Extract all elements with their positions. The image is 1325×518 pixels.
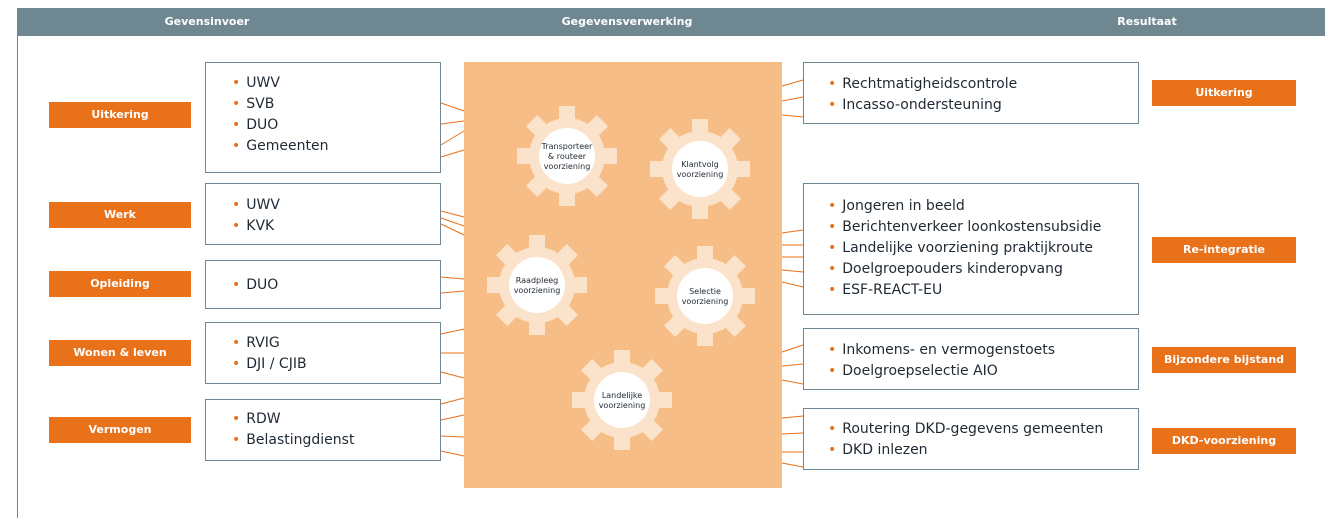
- result-category-bijzondere-bijstand: Bijzondere bijstand: [1152, 347, 1296, 373]
- result-box-uitkering: Rechtmatigheidscontrole Incasso-onderste…: [803, 62, 1139, 124]
- source-category-wonen-leven: Wonen & leven: [49, 340, 191, 366]
- source-category-werk: Werk: [49, 202, 191, 228]
- list-item: DKD inlezen: [828, 440, 1138, 461]
- connector-line: [440, 397, 465, 405]
- source-box-wonen-leven: RVIG DJI / CJIB: [205, 322, 441, 384]
- list-item: Berichtenverkeer loonkostensubsidie: [828, 217, 1138, 238]
- list-item: UWV: [232, 73, 440, 94]
- list-item: Jongeren in beeld: [828, 196, 1138, 217]
- list-item: Rechtmatigheidscontrole: [828, 74, 1138, 95]
- list-item: UWV: [232, 195, 440, 216]
- source-box-uitkering: UWV SVB DUO Gemeenten: [205, 62, 441, 173]
- connector-line: [781, 269, 804, 273]
- column-header-processing: Gegevensverwerking: [561, 15, 693, 28]
- processing-label-selectie: Selectie voorziening: [681, 287, 729, 306]
- result-box-dkd: Routering DKD-gegevens gemeenten DKD inl…: [803, 408, 1139, 470]
- connector-line: [781, 379, 804, 385]
- list-item: KVK: [232, 216, 440, 237]
- result-box-re-integratie: Jongeren in beeld Berichtenverkeer loonk…: [803, 183, 1139, 315]
- source-box-opleiding: DUO: [205, 260, 441, 309]
- list-item: Incasso-ondersteuning: [828, 95, 1138, 116]
- connector-line: [440, 210, 465, 218]
- connector-line: [781, 229, 804, 234]
- left-border-line: [17, 36, 18, 518]
- connector-line: [440, 435, 465, 438]
- list-item: DJI / CJIB: [232, 354, 440, 375]
- list-item: Inkomens- en vermogenstoets: [828, 340, 1138, 361]
- column-header-result: Resultaat: [1117, 15, 1177, 28]
- connector-line: [440, 130, 465, 146]
- list-item: Doelgroepselectie AIO: [828, 361, 1138, 382]
- connector-line: [440, 102, 465, 112]
- column-header-bar: Gevensinvoer Gegevensverwerking Resultaa…: [17, 8, 1325, 36]
- source-box-werk: UWV KVK: [205, 183, 441, 245]
- connector-line: [781, 281, 804, 288]
- result-category-dkd-voorziening: DKD-voorziening: [1152, 428, 1296, 454]
- connector-line: [781, 114, 804, 118]
- list-item: Belastingdienst: [232, 430, 440, 451]
- connector-line: [781, 363, 804, 367]
- connector-line: [440, 120, 465, 125]
- result-category-uitkering: Uitkering: [1152, 80, 1296, 106]
- source-category-opleiding: Opleiding: [49, 271, 191, 297]
- connector-line: [781, 344, 804, 353]
- list-item: ESF-REACT-EU: [828, 280, 1138, 301]
- connector-line: [781, 96, 804, 102]
- connector-line: [440, 276, 465, 280]
- list-item: Landelijke voorziening praktijkroute: [828, 238, 1138, 259]
- processing-label-transporteer: Transporteer & routeer voorziening: [541, 142, 593, 171]
- connector-line: [440, 371, 465, 379]
- connector-line: [440, 290, 465, 294]
- connector-line: [781, 462, 804, 468]
- list-item: RDW: [232, 409, 440, 430]
- connector-line: [440, 414, 465, 421]
- column-header-input: Gevensinvoer: [164, 15, 250, 28]
- processing-label-landelijke: Landelijke voorziening: [598, 391, 646, 410]
- list-item: RVIG: [232, 333, 440, 354]
- connector-line: [781, 415, 804, 419]
- processing-label-raadpleeg: Raadpleeg voorziening: [513, 276, 561, 295]
- result-category-re-integratie: Re-integratie: [1152, 237, 1296, 263]
- list-item: DUO: [232, 115, 440, 136]
- list-item: DUO: [232, 275, 440, 296]
- source-box-vermogen: RDW Belastingdienst: [205, 399, 441, 461]
- connector-line: [781, 432, 804, 435]
- source-category-vermogen: Vermogen: [49, 417, 191, 443]
- connector-line: [440, 149, 465, 158]
- list-item: Doelgroepouders kinderopvang: [828, 259, 1138, 280]
- source-category-uitkering: Uitkering: [49, 102, 191, 128]
- connector-line: [440, 450, 465, 457]
- connector-line: [440, 223, 465, 236]
- connector-line: [440, 328, 465, 335]
- processing-label-klantvolg: Klantvolg voorziening: [676, 160, 724, 179]
- result-box-bijzondere-bijstand: Inkomens- en vermogenstoets Doelgroepsel…: [803, 328, 1139, 390]
- list-item: SVB: [232, 94, 440, 115]
- list-item: Routering DKD-gegevens gemeenten: [828, 419, 1138, 440]
- connector-line: [781, 79, 804, 87]
- list-item: Gemeenten: [232, 136, 440, 157]
- connector-line: [440, 217, 465, 227]
